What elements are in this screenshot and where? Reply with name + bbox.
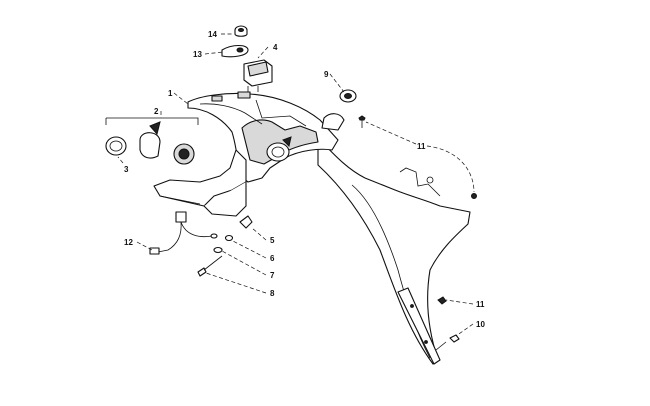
rear-panel-part xyxy=(153,91,471,365)
callout-14: 14 xyxy=(208,30,217,39)
callout-4: 4 xyxy=(273,43,278,52)
callout-8: 8 xyxy=(270,289,275,298)
callout-11-bottom: 11 xyxy=(476,300,485,309)
callout-1: 1 xyxy=(168,89,173,98)
callout-12: 12 xyxy=(124,238,133,247)
callout-7: 7 xyxy=(270,271,275,280)
callout-labels: 14 13 4 1 9 2 3 11 12 5 6 7 8 11 10 xyxy=(124,30,485,329)
leader-lines xyxy=(117,33,475,337)
fender-mount-plate xyxy=(397,287,441,365)
screw-part-11c xyxy=(437,296,447,305)
grommet-part-9 xyxy=(321,89,357,131)
callout-5: 5 xyxy=(270,236,275,245)
switch-part-4 xyxy=(243,59,273,92)
hardware-parts-6-8 xyxy=(197,234,234,277)
screw-part-11a xyxy=(358,115,366,128)
cap-part-14 xyxy=(234,25,248,37)
callout-13: 13 xyxy=(193,50,202,59)
callout-3: 3 xyxy=(124,165,129,174)
bolt-part-10 xyxy=(435,334,460,351)
callout-6: 6 xyxy=(270,254,275,263)
socket-assembly-part-2 xyxy=(105,117,199,165)
clip-part-13 xyxy=(221,44,249,58)
screw-part-11b xyxy=(471,193,477,199)
callout-2: 2 xyxy=(154,107,159,116)
callout-10: 10 xyxy=(476,320,485,329)
callout-11-top: 11 xyxy=(417,142,426,151)
wire-harness-part-12 xyxy=(149,211,218,255)
callout-9: 9 xyxy=(324,70,329,79)
